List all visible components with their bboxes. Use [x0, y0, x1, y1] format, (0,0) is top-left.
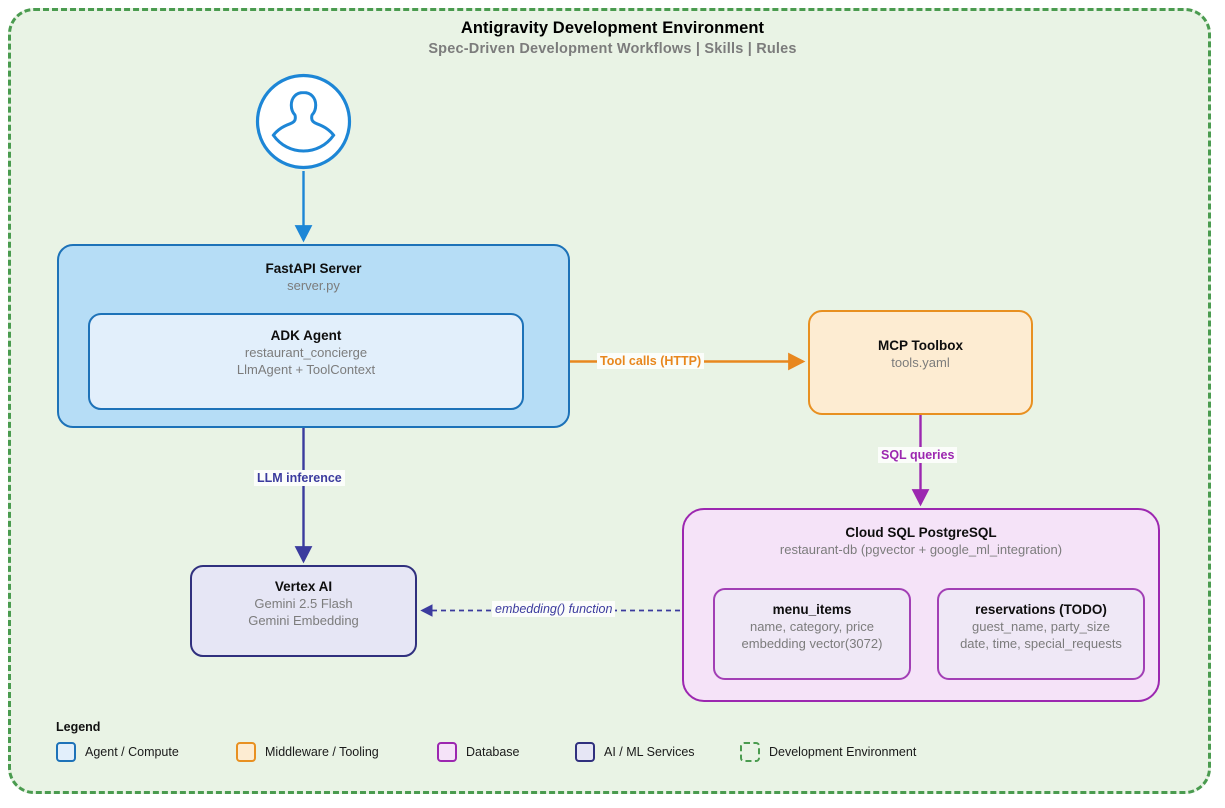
diagram-subtitle: Spec-Driven Development Workflows | Skil… — [428, 41, 797, 57]
adk-title: ADK Agent — [270, 328, 342, 343]
legend-swatch-2 — [437, 742, 457, 762]
reservations-columns-line2: date, time, special_requests — [960, 636, 1122, 651]
fastapi-subtitle: server.py — [287, 278, 340, 293]
node-table-menu-items[interactable]: menu_items name, category, price embeddi… — [713, 588, 911, 680]
diagram-title: Antigravity Development Environment — [460, 19, 765, 37]
legend-label-2: Database — [466, 745, 520, 759]
legend-item-0: Agent / Compute — [56, 741, 179, 763]
legend-item-3: AI / ML Services — [575, 741, 695, 763]
legend-swatch-0 — [56, 742, 76, 762]
legend-item-2: Database — [437, 741, 520, 763]
legend-item-4: Development Environment — [740, 741, 916, 763]
edge-label-sql-queries: SQL queries — [878, 447, 958, 463]
database-title: Cloud SQL PostgreSQL — [845, 525, 997, 540]
mcp-subtitle: tools.yaml — [891, 355, 950, 370]
node-mcp-toolbox[interactable]: MCP Toolbox tools.yaml — [808, 310, 1033, 415]
node-table-reservations[interactable]: reservations (TODO) guest_name, party_si… — [937, 588, 1145, 680]
mcp-title: MCP Toolbox — [878, 338, 963, 353]
vertex-subtitle-line1: Gemini 2.5 Flash — [254, 596, 353, 611]
menu-items-title: menu_items — [772, 602, 852, 617]
fastapi-title: FastAPI Server — [265, 261, 362, 276]
adk-subtitle-line1: restaurant_concierge — [244, 345, 368, 360]
legend-label-4: Development Environment — [769, 745, 917, 759]
user-avatar-icon — [255, 73, 352, 170]
vertex-title: Vertex AI — [274, 579, 333, 594]
reservations-columns-line1: guest_name, party_size — [971, 619, 1111, 634]
legend-swatch-4 — [740, 742, 760, 762]
node-adk-agent[interactable]: ADK Agent restaurant_concierge LlmAgent … — [88, 313, 524, 410]
legend-swatch-1 — [236, 742, 256, 762]
database-subtitle: restaurant-db (pgvector + google_ml_inte… — [779, 542, 1063, 557]
adk-subtitle-line2: LlmAgent + ToolContext — [236, 362, 376, 377]
node-vertex-ai[interactable]: Vertex AI Gemini 2.5 Flash Gemini Embedd… — [190, 565, 417, 657]
edge-label-llm-inference: LLM inference — [254, 470, 345, 486]
edge-label-tool-calls: Tool calls (HTTP) — [597, 353, 705, 369]
legend-item-1: Middleware / Tooling — [236, 741, 379, 763]
legend-label-3: AI / ML Services — [604, 745, 695, 759]
legend-label-0: Agent / Compute — [85, 745, 179, 759]
menu-items-columns-line1: name, category, price — [749, 619, 875, 634]
menu-items-columns-line2: embedding vector(3072) — [741, 636, 883, 651]
legend-label-1: Middleware / Tooling — [265, 745, 379, 759]
legend-title: Legend — [56, 720, 101, 734]
reservations-title: reservations (TODO) — [975, 602, 1107, 617]
edge-label-embedding-function: embedding() function — [492, 601, 616, 617]
vertex-subtitle-line2: Gemini Embedding — [248, 613, 359, 628]
legend-swatch-3 — [575, 742, 595, 762]
